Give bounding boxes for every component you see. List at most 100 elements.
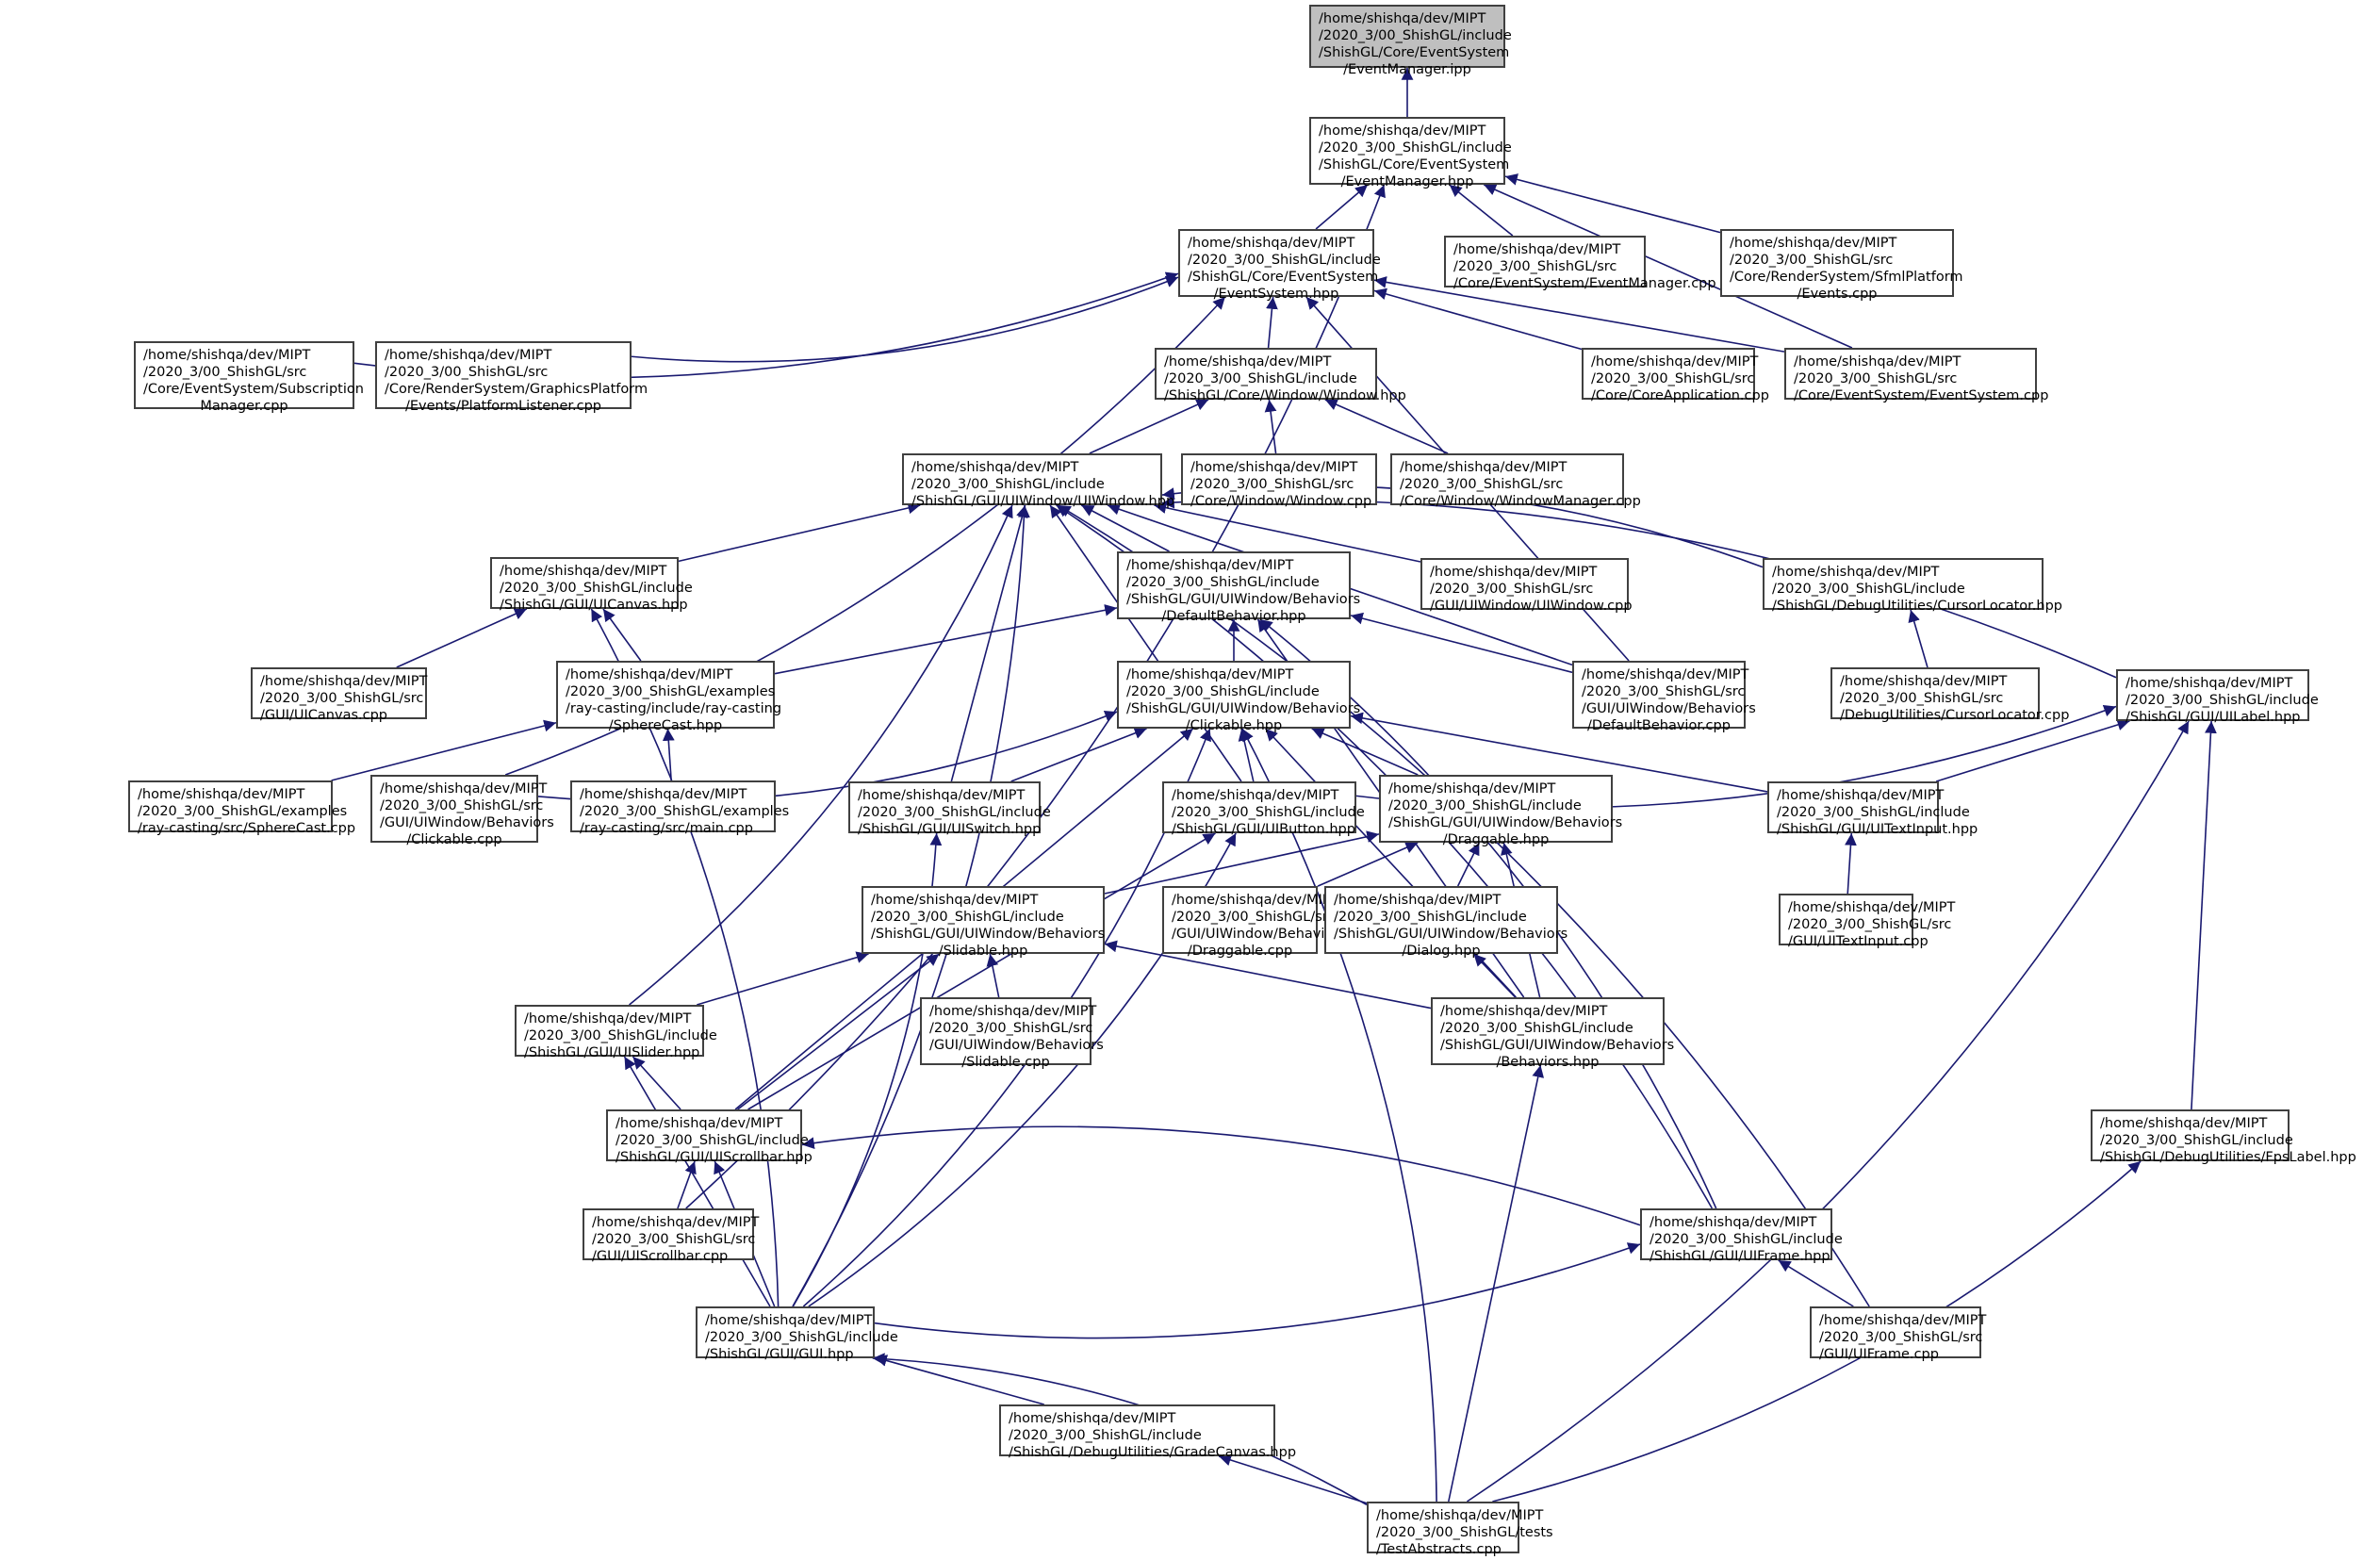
- graph-node-wincpp[interactable]: /home/shishqa/dev/MIPT/2020_3/00_ShishGL…: [1181, 453, 1377, 509]
- graph-node-escpp[interactable]: /home/shishqa/dev/MIPT/2020_3/00_ShishGL…: [1784, 348, 2048, 403]
- graph-node-uiwincpp[interactable]: /home/shishqa/dev/MIPT/2020_3/00_ShishGL…: [1420, 558, 1633, 614]
- node-label-line: /2020_3/00_ShishGL/include: [500, 581, 693, 596]
- graph-node-emhpp[interactable]: /home/shishqa/dev/MIPT/2020_3/00_ShishGL…: [1309, 117, 1512, 189]
- node-label-line: /GUI/UIWindow/Behaviors: [380, 815, 554, 830]
- node-label-line: /2020_3/00_ShishGL/include: [2100, 1133, 2293, 1148]
- graph-node-uilabelhpp[interactable]: /home/shishqa/dev/MIPT/2020_3/00_ShishGL…: [2116, 669, 2319, 725]
- edge-behhpp-includes-dialoghpp: [1472, 953, 1517, 998]
- graph-node-spherehpp[interactable]: /home/shishqa/dev/MIPT/2020_3/00_ShishGL…: [556, 661, 781, 733]
- graph-node-uiscrollcpp[interactable]: /home/shishqa/dev/MIPT/2020_3/00_ShishGL…: [583, 1208, 759, 1264]
- edge-testabs-includes-gradecanv: [1218, 1453, 1368, 1504]
- graph-node-winhpp[interactable]: /home/shishqa/dev/MIPT/2020_3/00_ShishGL…: [1155, 348, 1406, 403]
- node-label-line: /2020_3/00_ShishGL/include: [1319, 140, 1512, 156]
- graph-node-uicanvhpp[interactable]: /home/shishqa/dev/MIPT/2020_3/00_ShishGL…: [490, 557, 693, 613]
- node-label-line: /home/shishqa/dev/MIPT: [1164, 354, 1332, 369]
- node-label-line: /home/shishqa/dev/MIPT: [871, 893, 1039, 908]
- graph-node-coreapp[interactable]: /home/shishqa/dev/MIPT/2020_3/00_ShishGL…: [1582, 348, 1769, 403]
- node-label-line: /2020_3/00_ShishGL/include: [1172, 805, 1365, 820]
- node-label-line: /DebugUtilities/CursorLocator.cpp: [1840, 708, 2070, 723]
- graph-node-uicanvcpp[interactable]: /home/shishqa/dev/MIPT/2020_3/00_ShishGL…: [251, 667, 427, 723]
- graph-node-uitexthpp[interactable]: /home/shishqa/dev/MIPT/2020_3/00_ShishGL…: [1767, 781, 1978, 837]
- graph-node-dialoghpp[interactable]: /home/shishqa/dev/MIPT/2020_3/00_ShishGL…: [1324, 886, 1568, 959]
- node-label-line: /ShishGL/GUI/UIWindow/Behaviors: [1126, 701, 1361, 716]
- graph-node-uibutton[interactable]: /home/shishqa/dev/MIPT/2020_3/00_ShishGL…: [1162, 781, 1365, 837]
- graph-node-emcpp[interactable]: /home/shishqa/dev/MIPT/2020_3/00_ShishGL…: [1444, 236, 1716, 291]
- node-label-line: /home/shishqa/dev/MIPT: [1788, 900, 1956, 915]
- graph-node-uiframecpp[interactable]: /home/shishqa/dev/MIPT/2020_3/00_ShishGL…: [1810, 1306, 1986, 1362]
- graph-node-clickcpp[interactable]: /home/shishqa/dev/MIPT/2020_3/00_ShishGL…: [370, 775, 554, 847]
- node-label-line: /home/shishqa/dev/MIPT: [1190, 460, 1358, 475]
- edge-testabs-includes-guihpp: [872, 1353, 1368, 1506]
- edge-draghpp-includes-clickhpp: [1311, 728, 1419, 776]
- graph-node-draghpp[interactable]: /home/shishqa/dev/MIPT/2020_3/00_ShishGL…: [1379, 775, 1622, 847]
- node-label-line: /2020_3/00_ShishGL/src: [1840, 691, 2004, 706]
- node-label-line: /GUI/UIWindow/Behaviors: [1172, 927, 1346, 942]
- graph-node-platlist[interactable]: /home/shishqa/dev/MIPT/2020_3/00_ShishGL…: [375, 341, 648, 414]
- graph-node-clickhpp[interactable]: /home/shishqa/dev/MIPT/2020_3/00_ShishGL…: [1117, 661, 1361, 733]
- graph-node-defbehcpp[interactable]: /home/shishqa/dev/MIPT/2020_3/00_ShishGL…: [1572, 661, 1756, 733]
- node-label-line: /home/shishqa/dev/MIPT: [1400, 460, 1568, 475]
- graph-node-curlochpp[interactable]: /home/shishqa/dev/MIPT/2020_3/00_ShishGL…: [1763, 558, 2062, 614]
- node-label-line: /2020_3/00_ShishGL/src: [1453, 259, 1617, 274]
- node-label-line: /ShishGL/DebugUtilities/FpsLabel.hpp: [2100, 1150, 2356, 1165]
- graph-node-uisliderhpp[interactable]: /home/shishqa/dev/MIPT/2020_3/00_ShishGL…: [515, 1005, 717, 1060]
- node-label-line: /home/shishqa/dev/MIPT: [1591, 354, 1759, 369]
- node-label-line: /Dialog.hpp: [1402, 944, 1481, 959]
- edge-uiwincpp-includes-uiwinhpp: [1154, 501, 1421, 563]
- graph-node-defbehhpp[interactable]: /home/shishqa/dev/MIPT/2020_3/00_ShishGL…: [1117, 551, 1360, 624]
- graph-node-fpslabel[interactable]: /home/shishqa/dev/MIPT/2020_3/00_ShishGL…: [2091, 1109, 2356, 1165]
- graph-node-maincpp[interactable]: /home/shishqa/dev/MIPT/2020_3/00_ShishGL…: [570, 780, 789, 836]
- graph-node-winmgr[interactable]: /home/shishqa/dev/MIPT/2020_3/00_ShishGL…: [1390, 453, 1641, 509]
- node-label-line: /2020_3/00_ShishGL/include: [1126, 684, 1320, 699]
- graph-node-behhpp[interactable]: /home/shishqa/dev/MIPT/2020_3/00_ShishGL…: [1431, 997, 1674, 1070]
- edge-slidehpp-includes-draghpp: [1104, 830, 1380, 895]
- edge-uicanvhpp-includes-uiwinhpp: [678, 501, 921, 563]
- node-label-line: /ShishGL/GUI/UIScrollbar.hpp: [616, 1150, 812, 1165]
- node-label-line: /Core/CoreApplication.cpp: [1591, 388, 1769, 403]
- node-label-line: /home/shishqa/dev/MIPT: [380, 781, 548, 796]
- node-label-line: /2020_3/00_ShishGL/include: [1126, 575, 1320, 590]
- graph-node-slidecpp[interactable]: /home/shishqa/dev/MIPT/2020_3/00_ShishGL…: [920, 997, 1104, 1070]
- node-label-line: /DefaultBehavior.hpp: [1161, 609, 1306, 624]
- edge-gradecanv-includes-guihpp: [874, 1355, 1044, 1405]
- edge-uiscrollhpp-includes-uisliderhpp: [632, 1056, 681, 1110]
- graph-node-ipp[interactable]: /home/shishqa/dev/MIPT/2020_3/00_ShishGL…: [1309, 5, 1512, 77]
- node-label-line: /home/shishqa/dev/MIPT: [143, 348, 311, 363]
- node-label-line: /2020_3/00_ShishGL/src: [1172, 910, 1336, 925]
- node-label-line: /home/shishqa/dev/MIPT: [1730, 236, 1897, 251]
- node-label-line: /2020_3/00_ShishGL/include: [705, 1330, 898, 1345]
- graph-node-slidehpp[interactable]: /home/shishqa/dev/MIPT/2020_3/00_ShishGL…: [862, 886, 1105, 959]
- node-label-line: /2020_3/00_ShishGL/src: [1400, 477, 1564, 492]
- graph-node-sfmlev[interactable]: /home/shishqa/dev/MIPT/2020_3/00_ShishGL…: [1720, 229, 1963, 302]
- edge-coreapp-includes-eshpp: [1373, 287, 1583, 351]
- node-label-line: /ShishGL/DebugUtilities/GradeCanvas.hpp: [1009, 1445, 1297, 1460]
- node-label-line: /EventManager.hpp: [1340, 174, 1474, 189]
- node-label-line: /2020_3/00_ShishGL/src: [1430, 582, 1594, 597]
- node-label-line: /home/shishqa/dev/MIPT: [616, 1116, 783, 1131]
- graph-node-uiframehpp[interactable]: /home/shishqa/dev/MIPT/2020_3/00_ShishGL…: [1640, 1208, 1843, 1264]
- node-label-line: /ShishGL/GUI/UITextInput.hpp: [1777, 822, 1978, 837]
- graph-node-dragcpp[interactable]: /home/shishqa/dev/MIPT/2020_3/00_ShishGL…: [1162, 886, 1346, 959]
- graph-node-uitextcpp[interactable]: /home/shishqa/dev/MIPT/2020_3/00_ShishGL…: [1779, 894, 1956, 949]
- graph-node-submgr[interactable]: /home/shishqa/dev/MIPT/2020_3/00_ShishGL…: [134, 341, 364, 414]
- graph-node-testabs[interactable]: /home/shishqa/dev/MIPT/2020_3/00_ShishGL…: [1367, 1502, 1553, 1557]
- node-label-line: /EventManager.ipp: [1343, 62, 1471, 77]
- node-label-line: /ShishGL/GUI/UIFrame.hpp: [1650, 1249, 1830, 1264]
- graph-node-eshpp[interactable]: /home/shishqa/dev/MIPT/2020_3/00_ShishGL…: [1178, 229, 1381, 302]
- graph-node-gradecanv[interactable]: /home/shishqa/dev/MIPT/2020_3/00_ShishGL…: [999, 1404, 1296, 1460]
- node-label-line: /GUI/UIWindow/UIWindow.cpp: [1430, 599, 1633, 614]
- edge-uitexthpp-includes-uilabelhpp: [1935, 718, 2130, 782]
- graph-node-guihpp[interactable]: /home/shishqa/dev/MIPT/2020_3/00_ShishGL…: [696, 1306, 898, 1362]
- graph-node-curloccpp[interactable]: /home/shishqa/dev/MIPT/2020_3/00_ShishGL…: [1830, 667, 2069, 723]
- graph-node-uiwinhpp[interactable]: /home/shishqa/dev/MIPT/2020_3/00_ShishGL…: [902, 453, 1174, 509]
- node-label-line: /home/shishqa/dev/MIPT: [1126, 558, 1294, 573]
- graph-node-spherecpp[interactable]: /home/shishqa/dev/MIPT/2020_3/00_ShishGL…: [128, 780, 355, 836]
- node-label-line: /Core/RenderSystem/GraphicsPlatform: [385, 382, 648, 397]
- edge-uisliderhpp-includes-slidehpp: [697, 951, 869, 1006]
- graph-node-uiscrollhpp[interactable]: /home/shishqa/dev/MIPT/2020_3/00_ShishGL…: [606, 1109, 812, 1165]
- edge-winhpp-includes-eshpp: [1266, 296, 1278, 349]
- graph-node-uiswitch[interactable]: /home/shishqa/dev/MIPT/2020_3/00_ShishGL…: [848, 781, 1051, 837]
- node-label-line: /2020_3/00_ShishGL/examples: [138, 804, 348, 819]
- node-label-line: /home/shishqa/dev/MIPT: [1126, 667, 1294, 682]
- edge-uitexthpp-includes-clickhpp: [1350, 712, 1768, 793]
